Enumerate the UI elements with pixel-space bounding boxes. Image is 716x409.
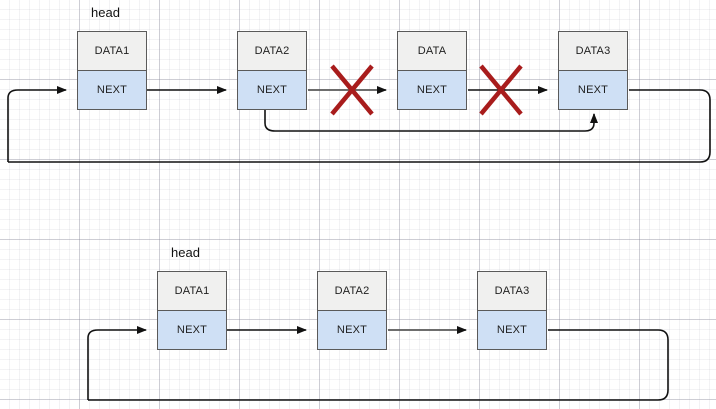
cross-2 <box>479 64 523 116</box>
top-node-data3-data-cell: DATA3 <box>559 32 627 71</box>
top-head-entry-link <box>7 86 67 162</box>
top-node-data3: DATA3 NEXT <box>558 31 628 110</box>
top-node-data2: DATA2 NEXT <box>237 31 307 110</box>
bottom-node-data1: DATA1 NEXT <box>157 271 227 350</box>
top-node-data3-next-cell: NEXT <box>559 70 627 109</box>
top-node-data-deleted-next-cell: NEXT <box>398 70 466 109</box>
top-node-data-deleted: DATA NEXT <box>397 31 467 110</box>
top-node-data-deleted-data-cell: DATA <box>398 32 466 71</box>
top-head-label: head <box>91 5 120 20</box>
top-node-data1: DATA1 NEXT <box>77 31 147 110</box>
bottom-node-data2-data-cell: DATA2 <box>318 272 386 311</box>
top-node-data1-next-cell: NEXT <box>78 70 146 109</box>
bottom-head-label: head <box>171 245 200 260</box>
bottom-head-entry-link <box>87 326 147 400</box>
top-bypass-link-node2-node4 <box>264 110 598 132</box>
bottom-node-data3: DATA3 NEXT <box>477 271 547 350</box>
bottom-node-data2: DATA2 NEXT <box>317 271 387 350</box>
bottom-node-data2-next-cell: NEXT <box>318 310 386 349</box>
bottom-node-data1-data-cell: DATA1 <box>158 272 226 311</box>
top-node-data2-next-cell: NEXT <box>238 70 306 109</box>
top-node-data1-data-cell: DATA1 <box>78 32 146 71</box>
bottom-node-data3-data-cell: DATA3 <box>478 272 546 311</box>
bottom-node-data3-next-cell: NEXT <box>478 310 546 349</box>
top-node-data2-data-cell: DATA2 <box>238 32 306 71</box>
cross-1 <box>330 64 374 116</box>
bottom-node-data1-next-cell: NEXT <box>158 310 226 349</box>
